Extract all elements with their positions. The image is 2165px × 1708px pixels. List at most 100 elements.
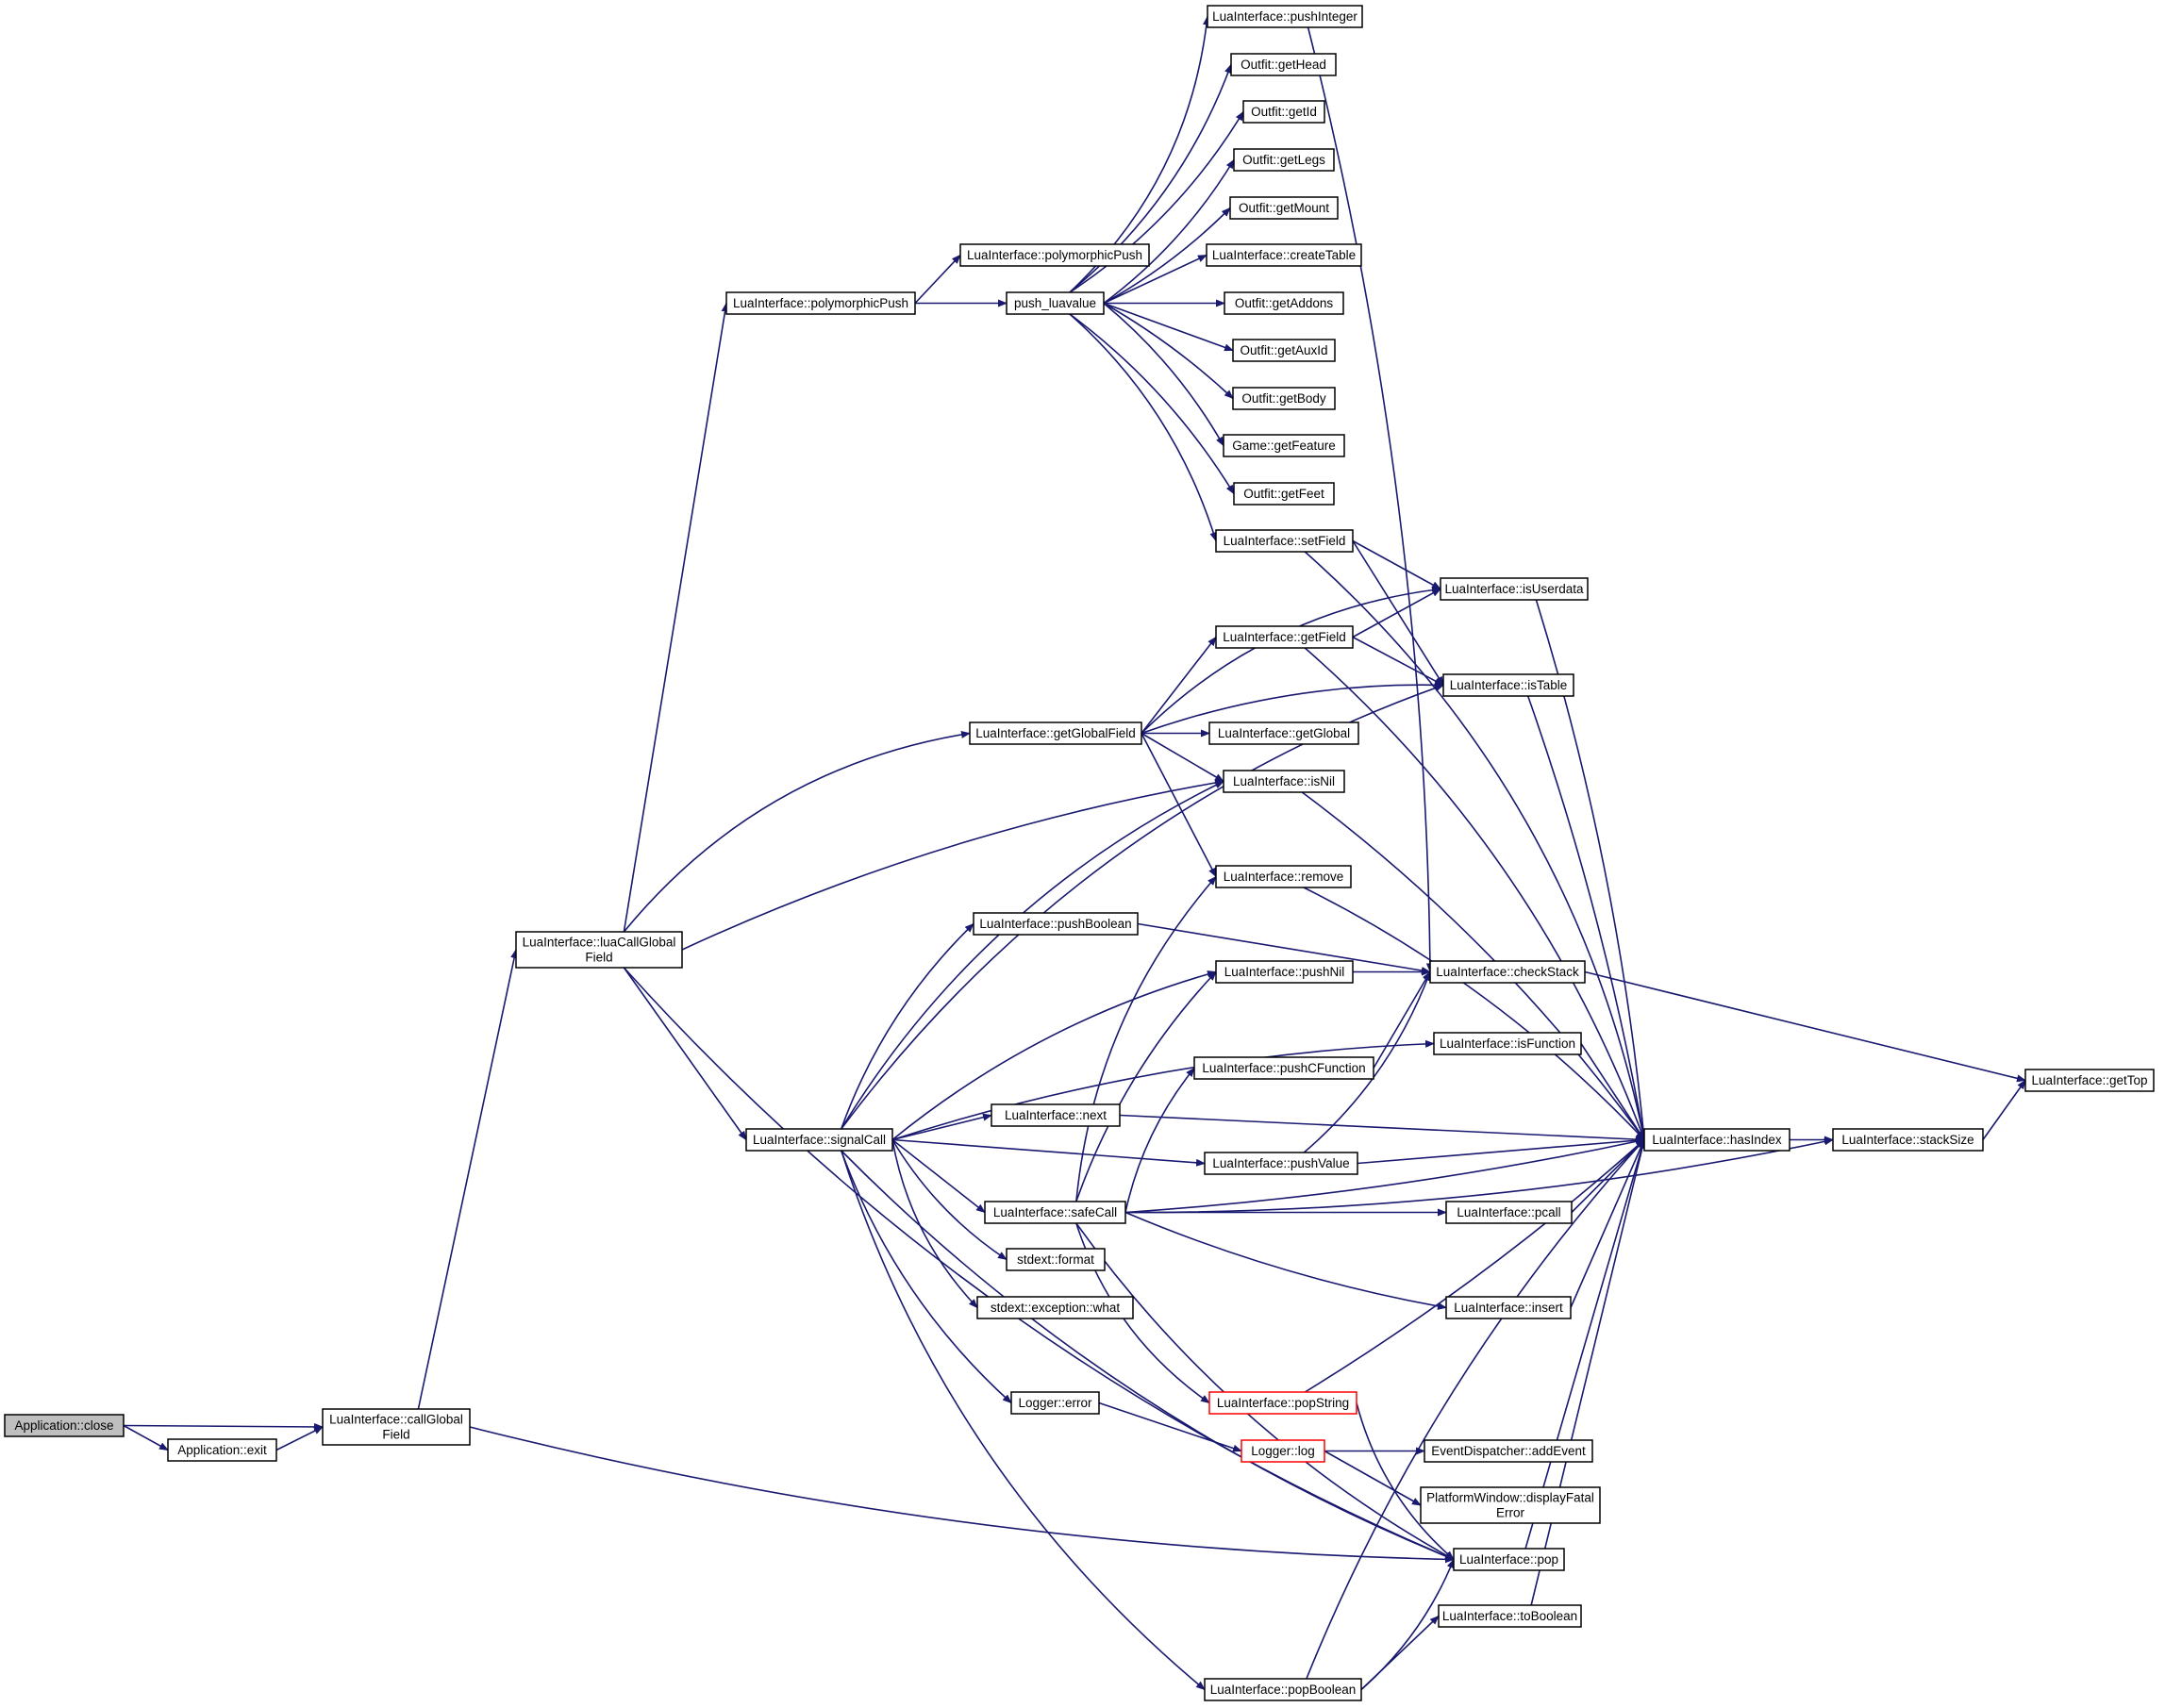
node-box[interactable]	[969, 721, 1142, 745]
node-box[interactable]	[1215, 960, 1354, 984]
node-box[interactable]	[1429, 960, 1586, 984]
node-box[interactable]	[1232, 387, 1336, 410]
node-poly-push-2[interactable]: LuaInterface::polymorphicPush	[959, 243, 1150, 267]
node-box[interactable]	[1207, 5, 1363, 28]
node-box[interactable]	[2024, 1069, 2155, 1092]
node-get-global-field[interactable]: LuaInterface::getGlobalField	[969, 721, 1142, 745]
node-next[interactable]: LuaInterface::next	[991, 1103, 1121, 1127]
node-box[interactable]	[984, 1201, 1126, 1224]
node-box[interactable]	[1010, 1391, 1100, 1415]
node-to-boolean[interactable]: LuaInterface::toBoolean	[1438, 1604, 1582, 1628]
node-push-luavalue[interactable]: push_luavalue	[1006, 291, 1105, 315]
node-box[interactable]	[959, 243, 1150, 267]
node-pcall[interactable]: LuaInterface::pcall	[1445, 1201, 1573, 1224]
node-box[interactable]	[1223, 770, 1345, 793]
node-remove[interactable]: LuaInterface::remove	[1215, 865, 1352, 888]
node-push-cfunction[interactable]: LuaInterface::pushCFunction	[1193, 1056, 1374, 1080]
node-box[interactable]	[1215, 529, 1354, 553]
node-push-value[interactable]: LuaInterface::pushValue	[1204, 1152, 1358, 1175]
node-box[interactable]	[1241, 1439, 1325, 1463]
node-app-exit[interactable]: Application::exit	[167, 1438, 277, 1462]
node-box[interactable]	[1204, 1678, 1362, 1701]
node-box[interactable]	[1006, 291, 1105, 315]
node-box[interactable]	[1442, 673, 1574, 697]
node-insert[interactable]: LuaInterface::insert	[1445, 1296, 1572, 1319]
node-safe-call[interactable]: LuaInterface::safeCall	[984, 1201, 1126, 1224]
node-box[interactable]	[1643, 1128, 1790, 1152]
node-create-table[interactable]: LuaInterface::createTable	[1206, 243, 1362, 267]
node-is-nil[interactable]: LuaInterface::isNil	[1223, 770, 1345, 793]
node-box[interactable]	[167, 1438, 277, 1462]
node-box[interactable]	[1438, 1604, 1582, 1628]
node-poly-push-1[interactable]: LuaInterface::polymorphicPush	[725, 291, 916, 315]
node-box[interactable]	[973, 912, 1139, 936]
node-box[interactable]	[1233, 148, 1335, 172]
node-pop-boolean[interactable]: LuaInterface::popBoolean	[1204, 1678, 1362, 1701]
node-box[interactable]	[1230, 53, 1337, 76]
node-box[interactable]	[1206, 243, 1362, 267]
node-box[interactable]	[991, 1103, 1121, 1127]
node-box[interactable]	[1242, 100, 1325, 124]
node-push-integer[interactable]: LuaInterface::pushInteger	[1207, 5, 1363, 28]
node-box[interactable]	[1204, 1152, 1358, 1175]
node-box[interactable]	[1215, 865, 1352, 888]
node-get-addons[interactable]: Outfit::getAddons	[1224, 291, 1344, 315]
node-get-mount[interactable]: Outfit::getMount	[1229, 196, 1339, 220]
node-has-index[interactable]: LuaInterface::hasIndex	[1643, 1128, 1790, 1152]
node-box[interactable]	[1215, 625, 1354, 649]
node-get-top[interactable]: LuaInterface::getTop	[2024, 1069, 2155, 1092]
node-app-close[interactable]: Application::close	[4, 1414, 125, 1437]
node-box[interactable]	[515, 931, 683, 969]
node-stack-size[interactable]: LuaInterface::stackSize	[1832, 1128, 1984, 1152]
node-box[interactable]	[725, 291, 916, 315]
node-box[interactable]	[1233, 482, 1335, 506]
node-stdext-format[interactable]: stdext::format	[1006, 1248, 1106, 1271]
node-get-global[interactable]: LuaInterface::getGlobal	[1208, 721, 1359, 745]
node-box[interactable]	[976, 1296, 1134, 1319]
node-signal-call[interactable]: LuaInterface::signalCall	[745, 1128, 893, 1152]
node-box[interactable]	[1832, 1128, 1984, 1152]
node-exception-what[interactable]: stdext::exception::what	[976, 1296, 1134, 1319]
node-box[interactable]	[322, 1408, 471, 1446]
node-box[interactable]	[1433, 1032, 1582, 1055]
node-box[interactable]	[1232, 339, 1336, 362]
node-add-event[interactable]: EventDispatcher::addEvent	[1424, 1439, 1593, 1463]
node-box[interactable]	[1208, 1391, 1357, 1415]
node-get-feature[interactable]: Game::getFeature	[1223, 434, 1345, 457]
node-box[interactable]	[1445, 1296, 1572, 1319]
node-push-boolean[interactable]: LuaInterface::pushBoolean	[973, 912, 1139, 936]
node-box[interactable]	[1440, 577, 1589, 601]
node-box[interactable]	[1223, 434, 1345, 457]
node-set-field[interactable]: LuaInterface::setField	[1215, 529, 1354, 553]
node-box[interactable]	[1445, 1201, 1573, 1224]
node-is-userdata[interactable]: LuaInterface::isUserdata	[1440, 577, 1589, 601]
node-logger-log[interactable]: Logger::log	[1241, 1439, 1325, 1463]
node-get-id[interactable]: Outfit::getId	[1242, 100, 1325, 124]
node-get-auxid[interactable]: Outfit::getAuxId	[1232, 339, 1336, 362]
node-box[interactable]	[1229, 196, 1339, 220]
node-check-stack[interactable]: LuaInterface::checkStack	[1429, 960, 1586, 984]
node-box[interactable]	[1193, 1056, 1374, 1080]
node-pop-string[interactable]: LuaInterface::popString	[1208, 1391, 1357, 1415]
node-push-nil[interactable]: LuaInterface::pushNil	[1215, 960, 1354, 984]
node-is-table[interactable]: LuaInterface::isTable	[1442, 673, 1574, 697]
node-box[interactable]	[745, 1128, 893, 1152]
node-box[interactable]	[1453, 1548, 1565, 1571]
node-box[interactable]	[4, 1414, 125, 1437]
node-box[interactable]	[1208, 721, 1359, 745]
node-box[interactable]	[1424, 1439, 1593, 1463]
node-get-legs[interactable]: Outfit::getLegs	[1233, 148, 1335, 172]
node-get-head[interactable]: Outfit::getHead	[1230, 53, 1337, 76]
node-is-function[interactable]: LuaInterface::isFunction	[1433, 1032, 1582, 1055]
node-get-field[interactable]: LuaInterface::getField	[1215, 625, 1354, 649]
node-box[interactable]	[1420, 1486, 1601, 1524]
node-pop[interactable]: LuaInterface::pop	[1453, 1548, 1565, 1571]
node-get-feet[interactable]: Outfit::getFeet	[1233, 482, 1335, 506]
node-logger-error[interactable]: Logger::error	[1010, 1391, 1100, 1415]
node-get-body[interactable]: Outfit::getBody	[1232, 387, 1336, 410]
node-box[interactable]	[1006, 1248, 1106, 1271]
node-box[interactable]	[1224, 291, 1344, 315]
